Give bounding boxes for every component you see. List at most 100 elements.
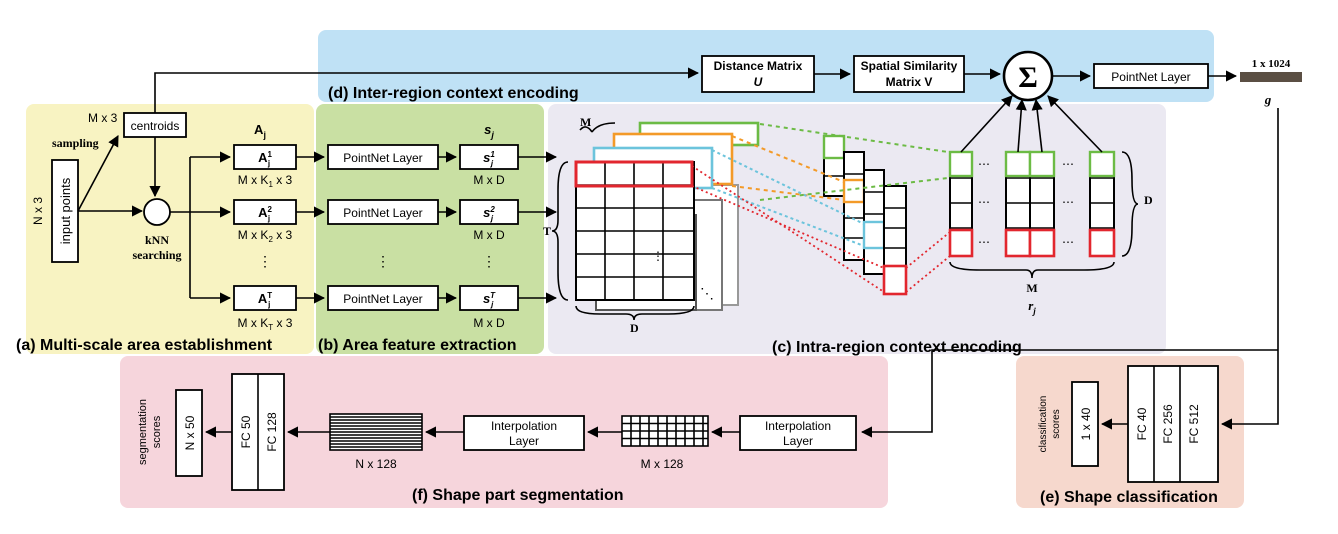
distance-matrix-label-1: Distance Matrix (714, 59, 803, 73)
distance-matrix-box (701, 55, 815, 93)
sigma-symbol: Σ (1018, 61, 1038, 94)
feature-stack-front-grid: ⋮ ⋱ (574, 160, 714, 301)
rj-col-2 (1005, 151, 1031, 257)
stack-d-brace (575, 305, 695, 321)
stack-layer-red (574, 160, 694, 188)
caption-d: (d) Inter-region context encoding (328, 85, 579, 102)
rj-hdots-top-2: ⋯ (1062, 157, 1074, 171)
rj-col-3 (1029, 151, 1055, 257)
sj-header: sj (484, 122, 494, 140)
interp-a-label-2: Layer (509, 434, 539, 448)
column-orange (843, 151, 865, 261)
caption-c: (c) Intra-region context encoding (772, 339, 1022, 356)
n128-label: N x 128 (355, 457, 397, 471)
rj-col-1 (949, 151, 973, 257)
input-points-box (51, 159, 79, 263)
dashed-orange-connector (731, 135, 845, 201)
seg-scores-label-2: scores (151, 415, 163, 448)
m128-label: M x 128 (641, 457, 684, 471)
input-points-label: input points (58, 177, 73, 244)
rj-hdots-bot-2: ⋯ (1062, 235, 1074, 249)
spatial-similarity-label-1: Spatial Similarity (861, 59, 958, 73)
panel-b-background (316, 104, 544, 354)
global-feature-label: g (1264, 92, 1272, 107)
n50-label: N x 50 (183, 415, 197, 450)
global-feature-size: 1 x 1024 (1252, 58, 1291, 70)
interp-box-b (739, 415, 857, 451)
g-to-segmentation-line (860, 349, 1278, 438)
rj-col-1-bottom (948, 228, 974, 258)
area-box-2 (233, 199, 297, 225)
knn-label-1: kNN (145, 233, 169, 247)
rj-to-sigma-3 (1031, 98, 1043, 153)
stack-d-label: D (630, 321, 639, 335)
stack-m-label: M (580, 115, 591, 129)
centroids-box (123, 112, 187, 138)
rj-col-4 (1089, 151, 1115, 257)
c140-label: 1 x 40 (1079, 407, 1093, 440)
stack-t-brace (551, 161, 569, 301)
global-feature-bar (1240, 72, 1302, 82)
aj-header: Aj (254, 122, 266, 140)
sampling-label: sampling (52, 136, 99, 150)
dashed-cyan-connector (711, 149, 865, 247)
fc512-label: FC 512 (1187, 404, 1201, 444)
seg-scores-label-1: segmentation (137, 399, 149, 465)
stack-ddots: ⋱ (700, 285, 714, 301)
seg-scores-box (175, 389, 203, 477)
rj-to-sigma-4 (1047, 95, 1103, 153)
area-size-t: M x KT x 3 (238, 316, 293, 332)
spatial-similarity-box (853, 55, 965, 93)
centroids-to-distance-line (154, 67, 700, 113)
rj-col-3-bottom (1028, 228, 1056, 258)
distance-matrix-label-2: U (754, 75, 763, 89)
centroids-label: centroids (131, 119, 180, 133)
stack-vdots: ⋮ (652, 249, 664, 263)
area-box-t (233, 285, 297, 311)
knn-label-2: searching (132, 248, 181, 262)
rj-d-brace (1121, 151, 1139, 257)
rj-to-sigma-2 (1015, 98, 1027, 153)
feature-size-t: M x D (473, 316, 505, 330)
pointnet-box-1 (327, 144, 439, 170)
feature-size-1: M x D (473, 173, 505, 187)
stack-t-label: T (543, 224, 551, 238)
rj-matrix: ⋯ ⋯ ⋯ ⋯ ⋯ ⋯ D M rj (948, 150, 1153, 316)
feature-size-2: M x D (473, 228, 505, 242)
pointnet-label-1: PointNet Layer (343, 151, 422, 165)
stack-m-brace (579, 122, 616, 133)
global-pointnet-label: PointNet Layer (1111, 70, 1190, 84)
caption-b: (b) Area feature extraction (318, 337, 517, 354)
feature-dots: ⋮ (482, 253, 496, 269)
rj-col-4-bottom (1088, 228, 1116, 258)
column-red-seg (882, 264, 908, 296)
rj-label: rj (1028, 298, 1036, 316)
rj-d-label: D (1144, 193, 1153, 207)
m128-grid (621, 415, 709, 447)
pointnet-label-2: PointNet Layer (343, 206, 422, 220)
caption-a: (a) Multi-scale area establishment (16, 337, 273, 354)
global-pointnet-box (1093, 63, 1209, 89)
caption-f: (f) Shape part segmentation (412, 487, 624, 504)
panel-b: PointNet Layer PointNet Layer ⋮ PointNet… (296, 122, 558, 354)
rj-to-sigma-1 (960, 95, 1013, 153)
class-scores-box (1071, 381, 1099, 467)
rj-m-label: M (1026, 281, 1037, 295)
input-size-label: N x 3 (31, 197, 45, 225)
panel-a: input points N x 3 sampling M x 3 centro… (16, 67, 700, 354)
column-green (823, 135, 845, 197)
g-to-classification-line (1220, 108, 1279, 430)
centroid-size-label: M x 3 (88, 111, 118, 125)
rj-m-brace (949, 261, 1115, 279)
fc40-label: FC 40 (1135, 407, 1149, 440)
panel-f: Interpolation Layer M x 128 Interpolatio… (137, 373, 857, 504)
rj-hdots-mid-2: ⋯ (1062, 195, 1074, 209)
column-red (883, 185, 907, 295)
